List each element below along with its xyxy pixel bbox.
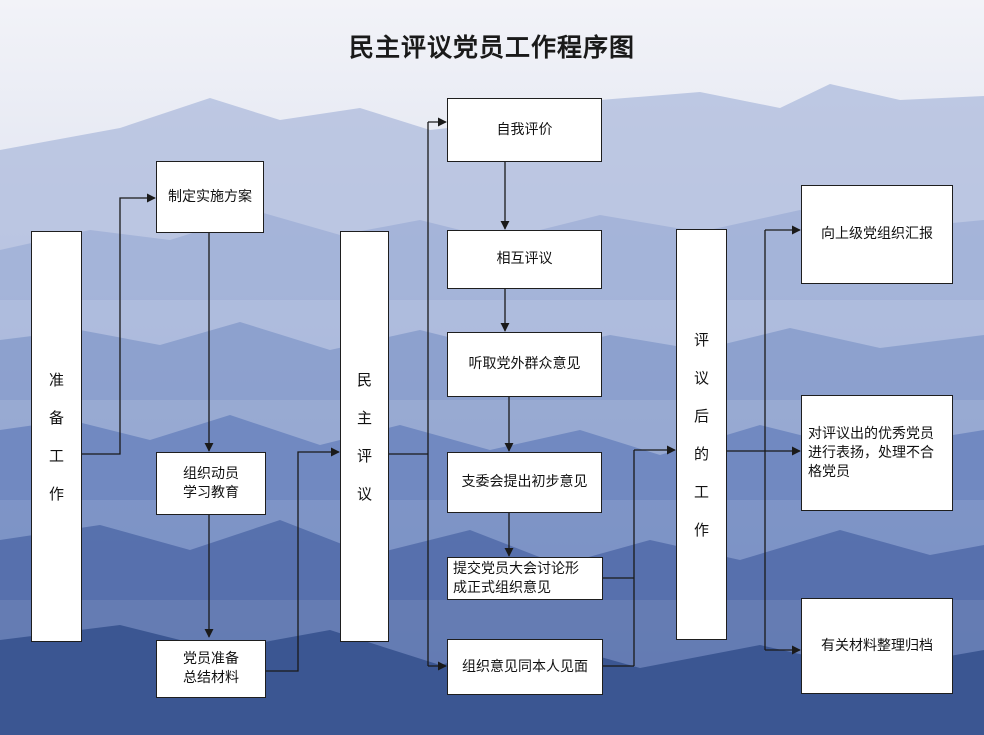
node-self-eval-label: 自我评价: [496, 121, 553, 138]
node-opinions: 听取党外群众意见: [447, 332, 602, 397]
node-after-char: 评: [693, 330, 709, 349]
node-opinions-label: 听取党外群众意见: [468, 356, 581, 372]
node-after: 评 议 后 的 工 作: [676, 229, 727, 640]
node-after-char: 的: [693, 444, 709, 463]
node-prep-char: 工: [48, 446, 64, 465]
node-commend: 对评议出的优秀党员 进行表扬，处理不合 格党员: [801, 395, 953, 511]
node-self-eval: 自我评价: [447, 98, 602, 162]
node-summary-label: 党员准备 总结材料: [183, 651, 239, 686]
node-committee-label: 支委会提出初步意见: [461, 474, 588, 490]
node-report: 向上级党组织汇报: [801, 185, 953, 284]
node-mobilize-label: 组织动员 学习教育: [183, 465, 239, 501]
node-mobilize: 组织动员 学习教育: [156, 452, 266, 515]
node-prep-char: 备: [48, 408, 64, 427]
node-after-char: 作: [693, 520, 709, 539]
node-summary: 党员准备 总结材料: [156, 640, 266, 698]
node-submit: 提交党员大会讨论形 成正式组织意见: [447, 557, 603, 600]
node-prep-char: 作: [48, 484, 64, 503]
node-meet: 组织意见同本人见面: [447, 639, 603, 695]
node-review-char: 评: [356, 446, 372, 465]
node-review-char: 主: [356, 408, 372, 427]
node-archive-label: 有关材料整理归档: [821, 637, 933, 654]
node-prep: 准 备 工 作: [31, 231, 82, 642]
node-after-char: 工: [693, 482, 709, 501]
node-plan: 制定实施方案: [156, 161, 264, 233]
node-review-char: 议: [356, 484, 372, 503]
node-review-char: 民: [356, 370, 372, 389]
node-after-char: 后: [693, 406, 709, 425]
node-submit-label: 提交党员大会讨论形 成正式组织意见: [453, 560, 579, 596]
node-plan-label: 制定实施方案: [168, 188, 252, 205]
node-mutual: 相互评议: [447, 230, 602, 289]
node-after-char: 议: [693, 368, 709, 387]
node-committee: 支委会提出初步意见: [447, 452, 602, 513]
node-archive: 有关材料整理归档: [801, 598, 953, 694]
node-mutual-label: 相互评议: [496, 251, 553, 267]
node-review: 民 主 评 议: [340, 231, 389, 642]
node-commend-label: 对评议出的优秀党员 进行表扬，处理不合 格党员: [808, 425, 934, 480]
node-report-label: 向上级党组织汇报: [821, 226, 933, 242]
diagram-title: 民主评议党员工作程序图: [348, 33, 635, 62]
node-meet-label: 组织意见同本人见面: [462, 658, 588, 675]
node-prep-char: 准: [48, 370, 64, 389]
